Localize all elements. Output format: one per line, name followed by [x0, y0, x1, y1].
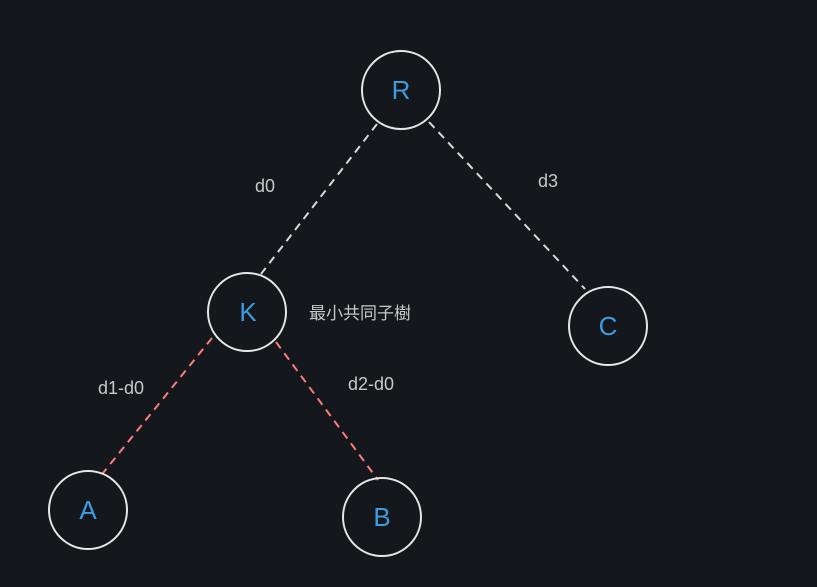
edge-label-k-a: d1-d0	[98, 378, 144, 398]
node-k-label: K	[239, 297, 257, 327]
subtree-annotation: 最小共同子樹	[309, 304, 411, 324]
node-a: A	[48, 470, 128, 550]
node-r-circle	[361, 50, 441, 130]
node-k-circle	[207, 272, 287, 352]
edge-k-b	[275, 341, 379, 481]
node-r-label: R	[392, 75, 411, 105]
edge-k-a	[102, 337, 213, 474]
edge-label-r-k: d0	[255, 176, 275, 196]
edge-r-c	[428, 121, 586, 290]
node-c: C	[568, 286, 648, 366]
node-c-circle	[568, 286, 648, 366]
node-a-label: A	[79, 495, 97, 525]
node-b-label: B	[373, 502, 390, 532]
edge-label-k-b: d2-d0	[348, 374, 394, 394]
node-k: K	[207, 272, 287, 352]
node-c-label: C	[599, 311, 618, 341]
edge-r-k	[260, 123, 378, 275]
node-r: R	[361, 50, 441, 130]
edge-label-r-c: d3	[538, 171, 558, 191]
node-b: B	[342, 477, 422, 557]
node-b-circle	[342, 477, 422, 557]
node-a-circle	[48, 470, 128, 550]
